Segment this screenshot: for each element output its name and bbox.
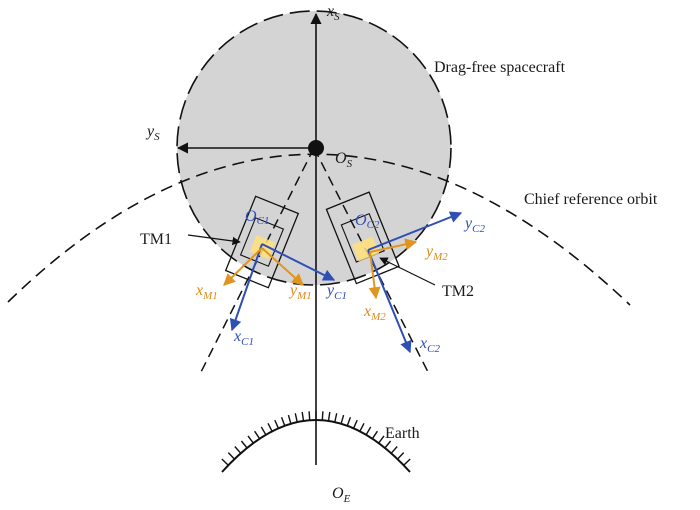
label-os: OS bbox=[335, 150, 353, 170]
earth-hatch-mark bbox=[260, 426, 267, 436]
label-ym1: yM1 bbox=[288, 282, 312, 302]
label-xm2: xM2 bbox=[363, 303, 386, 323]
earth-hatch-mark bbox=[280, 417, 286, 427]
label-oe: OE bbox=[332, 485, 351, 505]
xm2-axis bbox=[368, 251, 381, 300]
label-ys: yS bbox=[145, 123, 160, 143]
earth-hatch-mark bbox=[384, 440, 392, 449]
earth-hatch-mark bbox=[308, 411, 311, 421]
ym2-axis bbox=[369, 238, 418, 253]
earth-hatch-mark bbox=[359, 422, 365, 432]
earth-hatch-mark bbox=[334, 413, 338, 423]
label-xm1: xM1 bbox=[195, 282, 218, 302]
xm1-axis bbox=[223, 247, 263, 286]
label-spacecraft: Drag-free spacecraft bbox=[434, 59, 566, 76]
radial-line-tm2 bbox=[313, 147, 429, 373]
ym1-axis bbox=[261, 247, 304, 286]
label-yc2: yC2 bbox=[463, 215, 485, 235]
earth-hatch-mark bbox=[340, 414, 345, 424]
yc1-axis bbox=[261, 243, 336, 281]
earth-hatch-mark bbox=[287, 414, 292, 424]
xc1-axis bbox=[229, 243, 263, 332]
earth-hatch-mark bbox=[240, 440, 248, 449]
earth-hatch-mark bbox=[227, 452, 236, 460]
xc2-axis bbox=[367, 249, 412, 354]
label-oc2: OC2 bbox=[355, 212, 380, 231]
tm1-housing bbox=[224, 195, 300, 289]
earth-hatch-mark bbox=[352, 419, 358, 429]
tm1-pointer bbox=[187, 234, 241, 246]
label-xs: xS bbox=[326, 3, 340, 23]
label-orbit: Chief reference orbit bbox=[524, 191, 658, 208]
earth-hatch-mark bbox=[274, 419, 280, 429]
earth-hatch-mark bbox=[267, 422, 273, 432]
earth-hatch-mark bbox=[321, 411, 324, 421]
radial-line-tm1 bbox=[200, 147, 315, 373]
earth-hatch-mark bbox=[301, 411, 305, 422]
label-oc1: OC1 bbox=[245, 208, 269, 227]
label-ym2: yM2 bbox=[424, 243, 448, 263]
label-yc1: yC1 bbox=[325, 282, 347, 302]
earth-hatch-mark bbox=[378, 435, 385, 444]
earth-hatch-mark bbox=[365, 426, 372, 436]
earth-hatch-mark bbox=[403, 458, 411, 466]
earth-hatch-mark bbox=[254, 430, 261, 440]
label-tm1: TM1 bbox=[140, 231, 172, 248]
earth-hatch-mark bbox=[396, 452, 405, 460]
tm2-pointer bbox=[379, 257, 436, 286]
label-xc1: xC1 bbox=[233, 328, 254, 348]
label-earth: Earth bbox=[385, 425, 420, 442]
earth-hatch-mark bbox=[327, 411, 331, 422]
earth-hatch-mark bbox=[234, 446, 242, 454]
earth-hatch-mark bbox=[221, 458, 229, 466]
label-xc2: xC2 bbox=[419, 335, 440, 355]
earth-hatch-mark bbox=[294, 413, 298, 423]
earth-hatch-mark bbox=[390, 446, 398, 454]
origin-os bbox=[308, 140, 324, 156]
yc2-axis bbox=[367, 211, 463, 251]
tm2-test-mass bbox=[352, 236, 380, 262]
earth-hatch-mark bbox=[247, 435, 254, 444]
label-tm2: TM2 bbox=[442, 283, 474, 300]
earth-hatch-mark bbox=[371, 430, 378, 440]
earth-hatch-mark bbox=[346, 417, 352, 427]
earth-hatch bbox=[221, 411, 411, 466]
